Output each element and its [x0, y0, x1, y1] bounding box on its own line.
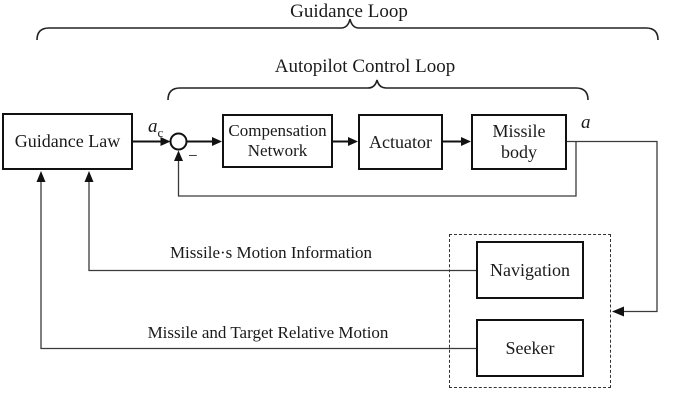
- arrowhead-into-sensor-group: [612, 306, 624, 317]
- block-compensation-network: Compensation Network: [222, 114, 333, 168]
- block-navigation-label: Navigation: [490, 259, 570, 280]
- block-actuator-label: Actuator: [369, 131, 432, 152]
- arrowhead-seeker-into-guidancelaw: [36, 171, 46, 182]
- line-feedback-to-sum: [177, 141, 577, 197]
- signal-ac-label: ac: [148, 116, 163, 141]
- signal-ac-sub: c: [157, 124, 164, 140]
- arrowhead-into-sum: [160, 137, 171, 146]
- arrowhead-into-compensation: [212, 137, 222, 146]
- arrowhead-into-missilebody: [461, 137, 471, 146]
- guidance-loop-title: Guidance Loop: [290, 1, 408, 22]
- line-output-to-sensors: [567, 140, 658, 313]
- arrowhead-navigation-into-guidancelaw: [84, 171, 94, 182]
- block-guidance-law: Guidance Law: [2, 113, 133, 170]
- autopilot-loop-brace: [167, 79, 589, 101]
- autopilot-loop-title: Autopilot Control Loop: [274, 56, 456, 77]
- block-seeker-label: Seeker: [505, 337, 555, 358]
- block-missile-body-label: Missile body: [492, 121, 546, 162]
- sensor-group-box: [449, 234, 611, 388]
- navigation-flow-label: Missile·s Motion Information: [169, 243, 373, 262]
- line-navigation-to-guidancelaw: [88, 174, 476, 272]
- block-compensation-network-label: Compensation Network: [228, 121, 327, 160]
- summing-junction: [169, 132, 188, 151]
- block-seeker: Seeker: [476, 319, 584, 377]
- block-actuator: Actuator: [358, 114, 443, 170]
- block-guidance-law-label: Guidance Law: [14, 131, 121, 152]
- seeker-flow-label: Missile and Target Relative Motion: [147, 323, 389, 342]
- arrowhead-feedback-into-sum: [174, 150, 183, 161]
- block-missile-body: Missile body: [471, 114, 567, 170]
- signal-ac-base: a: [148, 116, 158, 137]
- arrowhead-into-actuator: [348, 137, 358, 146]
- sum-minus-sign: −: [188, 146, 198, 165]
- guidance-loop-brace: [36, 18, 659, 41]
- block-navigation: Navigation: [476, 241, 584, 299]
- line-seeker-to-guidancelaw: [40, 174, 476, 350]
- signal-a-output-label: a: [581, 112, 591, 133]
